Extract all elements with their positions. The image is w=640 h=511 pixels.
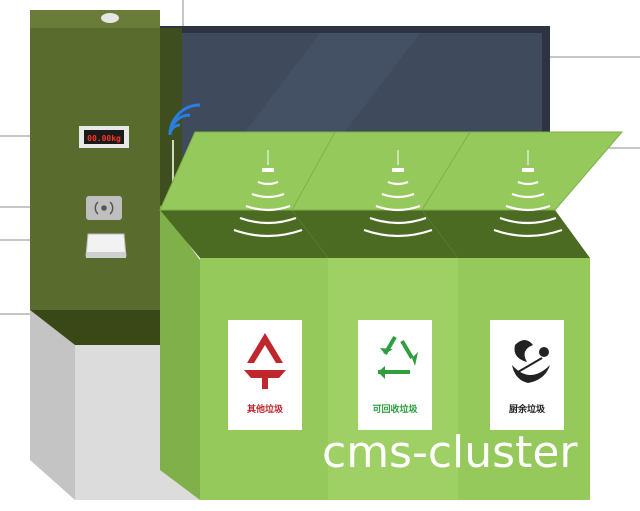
- nfc-icon: [94, 201, 114, 215]
- scale-display: 00.00kg: [79, 126, 129, 148]
- camera-icon: [101, 13, 119, 23]
- kitchen-waste-icon: [512, 340, 550, 383]
- watermark: cms-cluster: [322, 427, 578, 478]
- bin-label-other: 其他垃圾: [247, 403, 284, 415]
- bin-recyclable[interactable]: [291, 131, 494, 500]
- sensor-2: [363, 150, 433, 238]
- sensor-1: [233, 150, 303, 238]
- other-waste-icon: [244, 333, 286, 389]
- wifi-icon: [168, 103, 201, 136]
- sensor-3: [493, 150, 563, 238]
- scale-value: 00.00kg: [87, 134, 121, 143]
- bag-dispenser[interactable]: [85, 233, 127, 258]
- sensor-waves: [233, 150, 563, 238]
- recycle-icon: [378, 335, 418, 379]
- card-reader[interactable]: [86, 196, 122, 220]
- bin-label-recyclable: 可回收垃圾: [372, 403, 418, 415]
- bin-label-kitchen: 厨余垃圾: [509, 403, 546, 415]
